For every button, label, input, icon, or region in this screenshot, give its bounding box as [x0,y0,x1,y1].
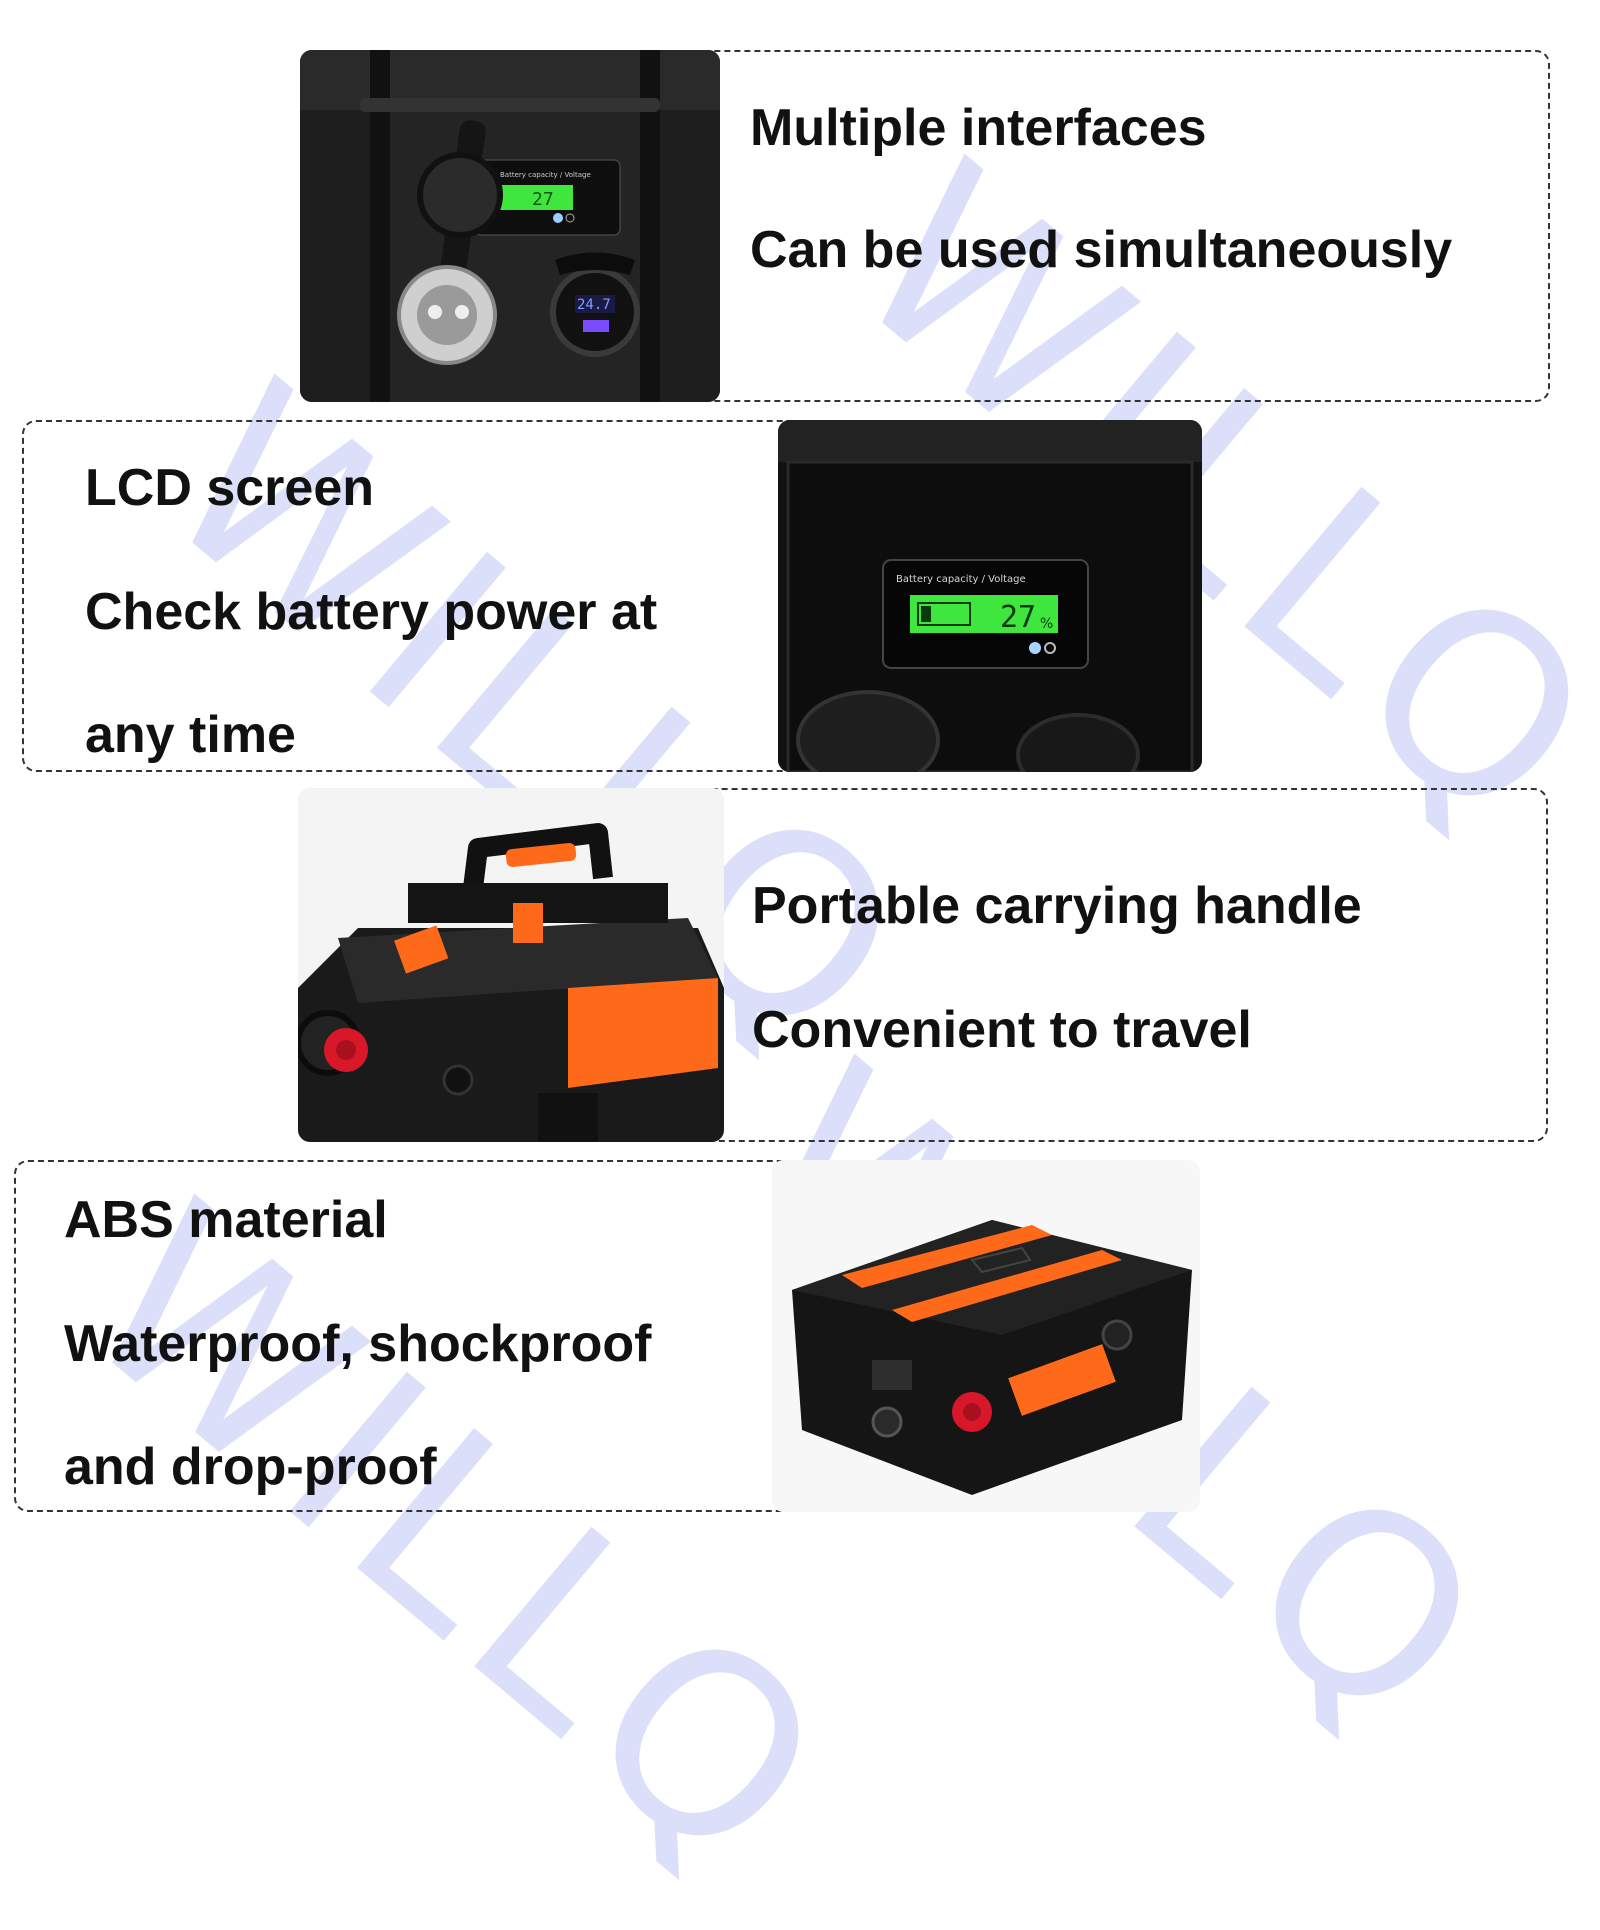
lcd-large-unit: % [1040,616,1053,632]
usb-voltage-readout: 24.7 [577,297,611,313]
lcd-photo: Battery capacity / Voltage 27 % [778,420,1202,772]
feature-title-interfaces: Multiple interfaces [750,99,1207,157]
feature-desc-lcd-line2: any time [85,706,296,764]
feature-desc-material-line2: and drop-proof [64,1438,437,1496]
feature-desc-interfaces: Can be used simultaneously [750,221,1453,279]
feature-desc-handle: Convenient to travel [752,1001,1252,1059]
lcd-large-value: 27 [1000,600,1036,635]
lcd-small-caption: Battery capacity / Voltage [500,171,591,179]
lcd-large-caption: Battery capacity / Voltage [896,574,1026,585]
feature-title-material: ABS material [64,1191,388,1249]
feature-desc-lcd-line1: Check battery power at [85,583,658,641]
lcd-small-value: 27 [532,189,554,210]
interfaces-photo: Battery capacity / Voltage 27 24.7 [300,50,720,402]
material-photo [772,1160,1200,1512]
feature-title-lcd: LCD screen [85,459,374,517]
feature-desc-material-line1: Waterproof, shockproof [64,1315,652,1373]
handle-photo [298,788,724,1142]
feature-title-handle: Portable carrying handle [752,877,1362,935]
